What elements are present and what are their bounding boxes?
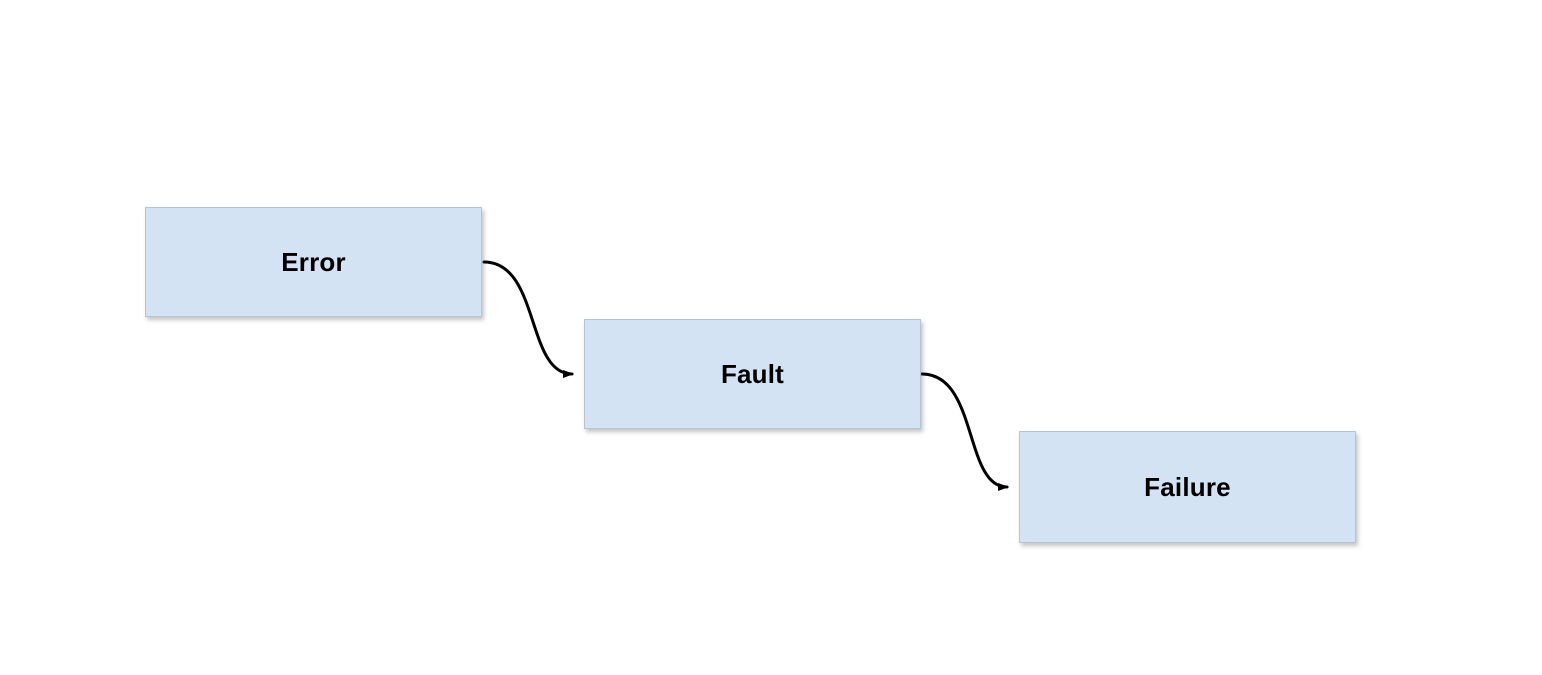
node-failure[interactable]: Failure	[1019, 431, 1356, 543]
node-fault[interactable]: Fault	[584, 319, 921, 429]
node-error[interactable]: Error	[145, 207, 482, 317]
connector-fault-to-failure[interactable]	[920, 372, 1009, 491]
node-error-label: Error	[281, 246, 346, 277]
node-failure-label: Failure	[1144, 471, 1231, 502]
connector-error-to-fault[interactable]	[482, 260, 574, 378]
node-fault-label: Fault	[720, 358, 785, 389]
